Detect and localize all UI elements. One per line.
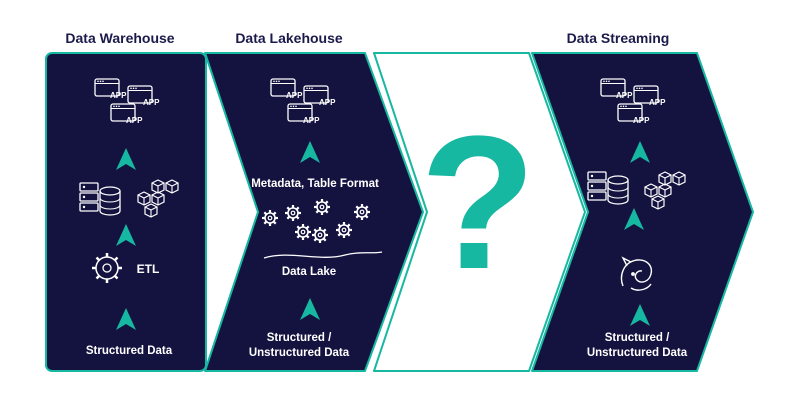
etl-label: ETL [136, 262, 160, 276]
app-label: APP [633, 116, 650, 125]
app-label: APP [126, 116, 143, 125]
data-lake-wave [263, 251, 383, 259]
metadata-label: Metadata, Table Format [251, 178, 379, 190]
lakehouse-source-line1: Structured / [266, 332, 332, 344]
lakehouse-title: Data Lakehouse [235, 30, 343, 46]
streaming-panel [531, 52, 754, 372]
etl-gear-icon [92, 253, 122, 283]
lakehouse-panel [204, 52, 424, 372]
app-label: APP [649, 98, 666, 107]
streaming-source-line1: Structured / [604, 332, 670, 344]
squirrel-icon [620, 256, 653, 291]
question-mark: ? [419, 97, 537, 309]
streaming-title: Data Streaming [566, 30, 670, 46]
warehouse-title: Data Warehouse [65, 30, 175, 46]
app-label: APP [110, 91, 127, 100]
app-label: APP [286, 91, 303, 100]
streaming-source-line2: Unstructured Data [586, 347, 688, 359]
app-label: APP [303, 116, 320, 125]
unknown-panel [373, 52, 586, 372]
lakehouse-source-line2: Unstructured Data [248, 347, 350, 359]
app-label: APP [319, 98, 336, 107]
warehouse-source-label: Structured Data [85, 345, 173, 357]
data-lake-label: Data Lake [281, 266, 337, 278]
app-label: APP [143, 98, 160, 107]
app-label: APP [616, 91, 633, 100]
warehouse-panel [45, 52, 207, 372]
